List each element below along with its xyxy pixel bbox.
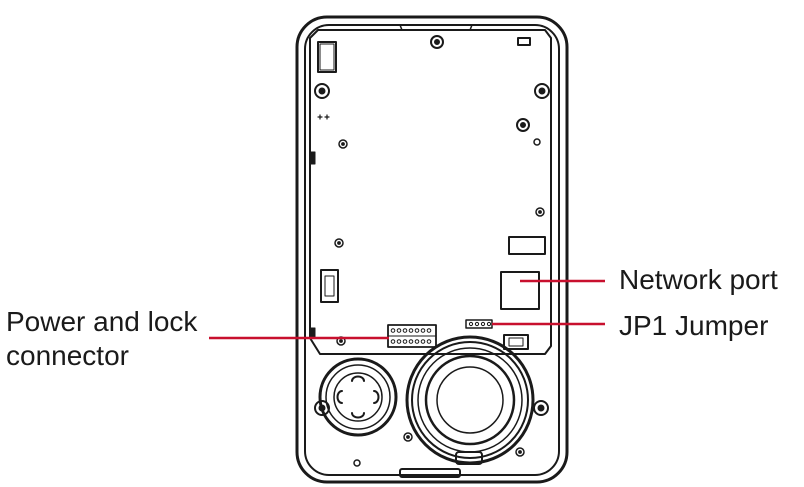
upper-left-screw bbox=[314, 83, 330, 99]
bottom-holes bbox=[353, 432, 525, 467]
board-holes bbox=[334, 118, 545, 346]
upper-right-screw bbox=[534, 83, 550, 99]
lower-right-screw bbox=[533, 400, 549, 416]
jp1-jumper bbox=[465, 319, 493, 329]
top-left-connector bbox=[317, 41, 337, 73]
power-lock-connector-label: Power and lock connector bbox=[6, 305, 197, 373]
bottom-notch bbox=[399, 468, 461, 478]
power-lock-connector bbox=[387, 324, 437, 348]
top-screw bbox=[430, 35, 444, 49]
power-label-line1: Power and lock bbox=[6, 306, 198, 337]
lower-right-latch bbox=[503, 334, 529, 350]
jp1-jumper-label: JP1 Jumper bbox=[619, 310, 769, 341]
left-vertical-component bbox=[320, 269, 339, 303]
power-label-line2: connector bbox=[6, 340, 129, 371]
top-right-slot bbox=[517, 37, 531, 46]
circuit-board bbox=[309, 29, 552, 355]
camera-lens-assembly bbox=[405, 335, 535, 465]
housing-outer bbox=[295, 15, 569, 484]
network-port-label: Network port bbox=[619, 264, 778, 295]
network-port bbox=[500, 271, 540, 310]
upper-right-component bbox=[508, 236, 546, 255]
lower-left-screw bbox=[314, 400, 330, 416]
board-marks bbox=[317, 114, 330, 120]
left-round-connector bbox=[318, 357, 398, 437]
housing-inner bbox=[304, 24, 560, 476]
